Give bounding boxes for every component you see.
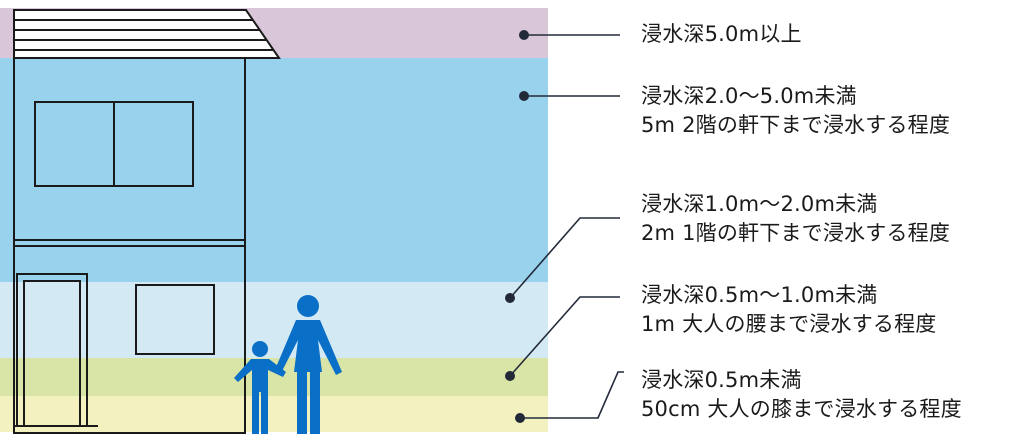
- label-1m-2m-line-1: 浸水深1.0m～2.0m未満: [641, 192, 878, 216]
- dot-2m-5m: [519, 91, 529, 101]
- label-2m-5m-line-2: 5m 2階の軒下まで浸水する程度: [641, 113, 951, 137]
- label-05m-1m: 浸水深0.5m～1.0m未満 1m 大人の腰まで浸水する程度: [641, 281, 937, 339]
- house-icon: [13, 9, 281, 434]
- label-2m-5m-line-1: 浸水深2.0～5.0m未満: [641, 84, 857, 108]
- leader-dots: [505, 30, 529, 423]
- label-under-05m-line-2: 50cm 大人の膝まで浸水する程度: [641, 397, 962, 421]
- label-over-5m: 浸水深5.0m以上: [641, 20, 802, 49]
- dot-under-05m: [515, 413, 525, 423]
- label-under-05m-line-1: 浸水深0.5m未満: [641, 368, 802, 392]
- adult-figure-icon: [274, 295, 342, 434]
- label-05m-1m-line-2: 1m 大人の腰まで浸水する程度: [641, 312, 937, 336]
- dot-1m-2m: [505, 293, 515, 303]
- label-05m-1m-line-1: 浸水深0.5m～1.0m未満: [641, 283, 878, 307]
- label-1m-2m-line-2: 2m 1階の軒下まで浸水する程度: [641, 221, 951, 245]
- dot-over-5m: [519, 30, 529, 40]
- band-05m-1m: [0, 282, 548, 358]
- child-figure-icon: [234, 341, 286, 434]
- label-over-5m-line-1: 浸水深5.0m以上: [641, 22, 802, 46]
- label-under-05m: 浸水深0.5m未満 50cm 大人の膝まで浸水する程度: [641, 366, 962, 424]
- label-1m-2m: 浸水深1.0m～2.0m未満 2m 1階の軒下まで浸水する程度: [641, 190, 950, 248]
- leader-lines: [509, 34, 624, 419]
- dot-05m-1m: [505, 371, 515, 381]
- label-2m-5m: 浸水深2.0～5.0m未満 5m 2階の軒下まで浸水する程度: [641, 82, 950, 140]
- band-1m-5m: [0, 58, 548, 282]
